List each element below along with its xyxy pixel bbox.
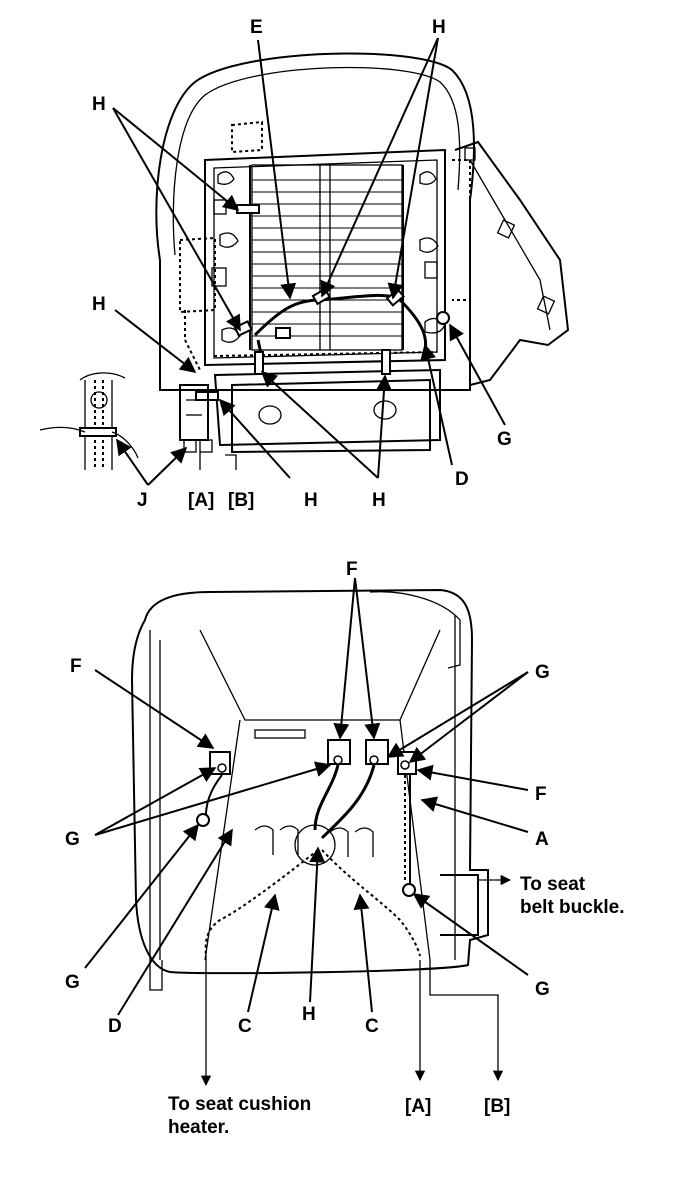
cushion-shell [130, 588, 489, 975]
label-d-bottom: D [108, 1016, 122, 1037]
inset-detail-j [39, 372, 139, 470]
clip-g-lower-right [402, 883, 416, 897]
left-side-hardware [211, 165, 251, 350]
connector-b-bottom: [B] [484, 1096, 510, 1117]
note-buckle-line1: To seat [520, 874, 586, 895]
seat-back-shell [155, 52, 475, 391]
label-f-left: F [70, 656, 82, 677]
note-heater-line2: heater. [168, 1117, 229, 1138]
label-g-left-lower: G [65, 972, 80, 993]
connector-b-lead [429, 960, 504, 1082]
side-panel-inner [469, 159, 551, 331]
connector-a-bottom: [A] [405, 1096, 431, 1117]
seat-back-lower-frame [213, 368, 441, 447]
seat-back-frame [204, 148, 446, 367]
label-c-left: C [238, 1016, 252, 1037]
label-h-top-left: H [92, 94, 106, 115]
lower-hole-right [373, 400, 397, 420]
dashed-right-module [452, 159, 471, 301]
connector-b-top: [B] [228, 490, 254, 511]
cushion-seat-pan [199, 629, 441, 721]
harness-wire-1 [313, 764, 340, 831]
lower-hole-left [258, 405, 282, 425]
seat-back-inner-edge [172, 66, 461, 256]
label-h-bottom: H [302, 1004, 316, 1025]
label-d-top: D [455, 469, 469, 490]
clip-g-top [436, 311, 450, 325]
side-panel [454, 140, 570, 386]
label-f-right: F [535, 784, 547, 805]
top-leaders [112, 37, 506, 486]
label-j: J [137, 490, 148, 511]
label-h-bottom-right: H [372, 490, 386, 511]
note-heater-line1: To seat cushion [168, 1094, 311, 1115]
seat-cushion-diagram: F F F G G G G A D C C H [A] [B] To seat … [65, 559, 625, 1138]
cushion-back-flap [369, 591, 461, 669]
dashed-left-module [179, 236, 216, 314]
label-e: E [250, 17, 263, 38]
side-clip-2 [536, 295, 556, 315]
label-h-mid-left: H [92, 294, 106, 315]
note-buckle-line2: belt buckle. [520, 897, 625, 918]
connector-a-top: [A] [188, 490, 214, 511]
dashed-left-route [184, 310, 201, 371]
dashed-lower-route [213, 351, 438, 357]
clip-g-left [196, 813, 210, 827]
connector-mounts [209, 739, 417, 775]
label-h-top-right: H [432, 17, 446, 38]
label-f-top: F [346, 559, 358, 580]
harness-run-c-right [321, 849, 421, 957]
side-clip-top [464, 147, 476, 161]
seat-back-diagram: E H H H H H G D J [A] [B] [39, 17, 570, 511]
cushion-slot [254, 729, 306, 739]
dashed-upper-bracket [231, 120, 263, 154]
label-g-left-upper: G [65, 829, 80, 850]
cushion-springs [254, 825, 374, 857]
cushion-leg-left [149, 960, 163, 991]
seat-back-lower-plate [231, 378, 431, 454]
label-h-bottom-mid: H [304, 490, 318, 511]
bottom-leaders [84, 577, 529, 1016]
label-a-bottom: A [535, 829, 549, 850]
harness-wire-2 [320, 764, 376, 840]
label-c-right: C [365, 1016, 379, 1037]
buckle-bracket [440, 874, 479, 936]
label-g-bottom-right: G [535, 979, 550, 1000]
label-g-top: G [497, 429, 512, 450]
side-clip-1 [496, 219, 516, 239]
label-g-top-right: G [535, 662, 550, 683]
connector-stack [179, 384, 237, 470]
spring-mat [251, 164, 403, 351]
harness-run-heater [204, 849, 319, 956]
